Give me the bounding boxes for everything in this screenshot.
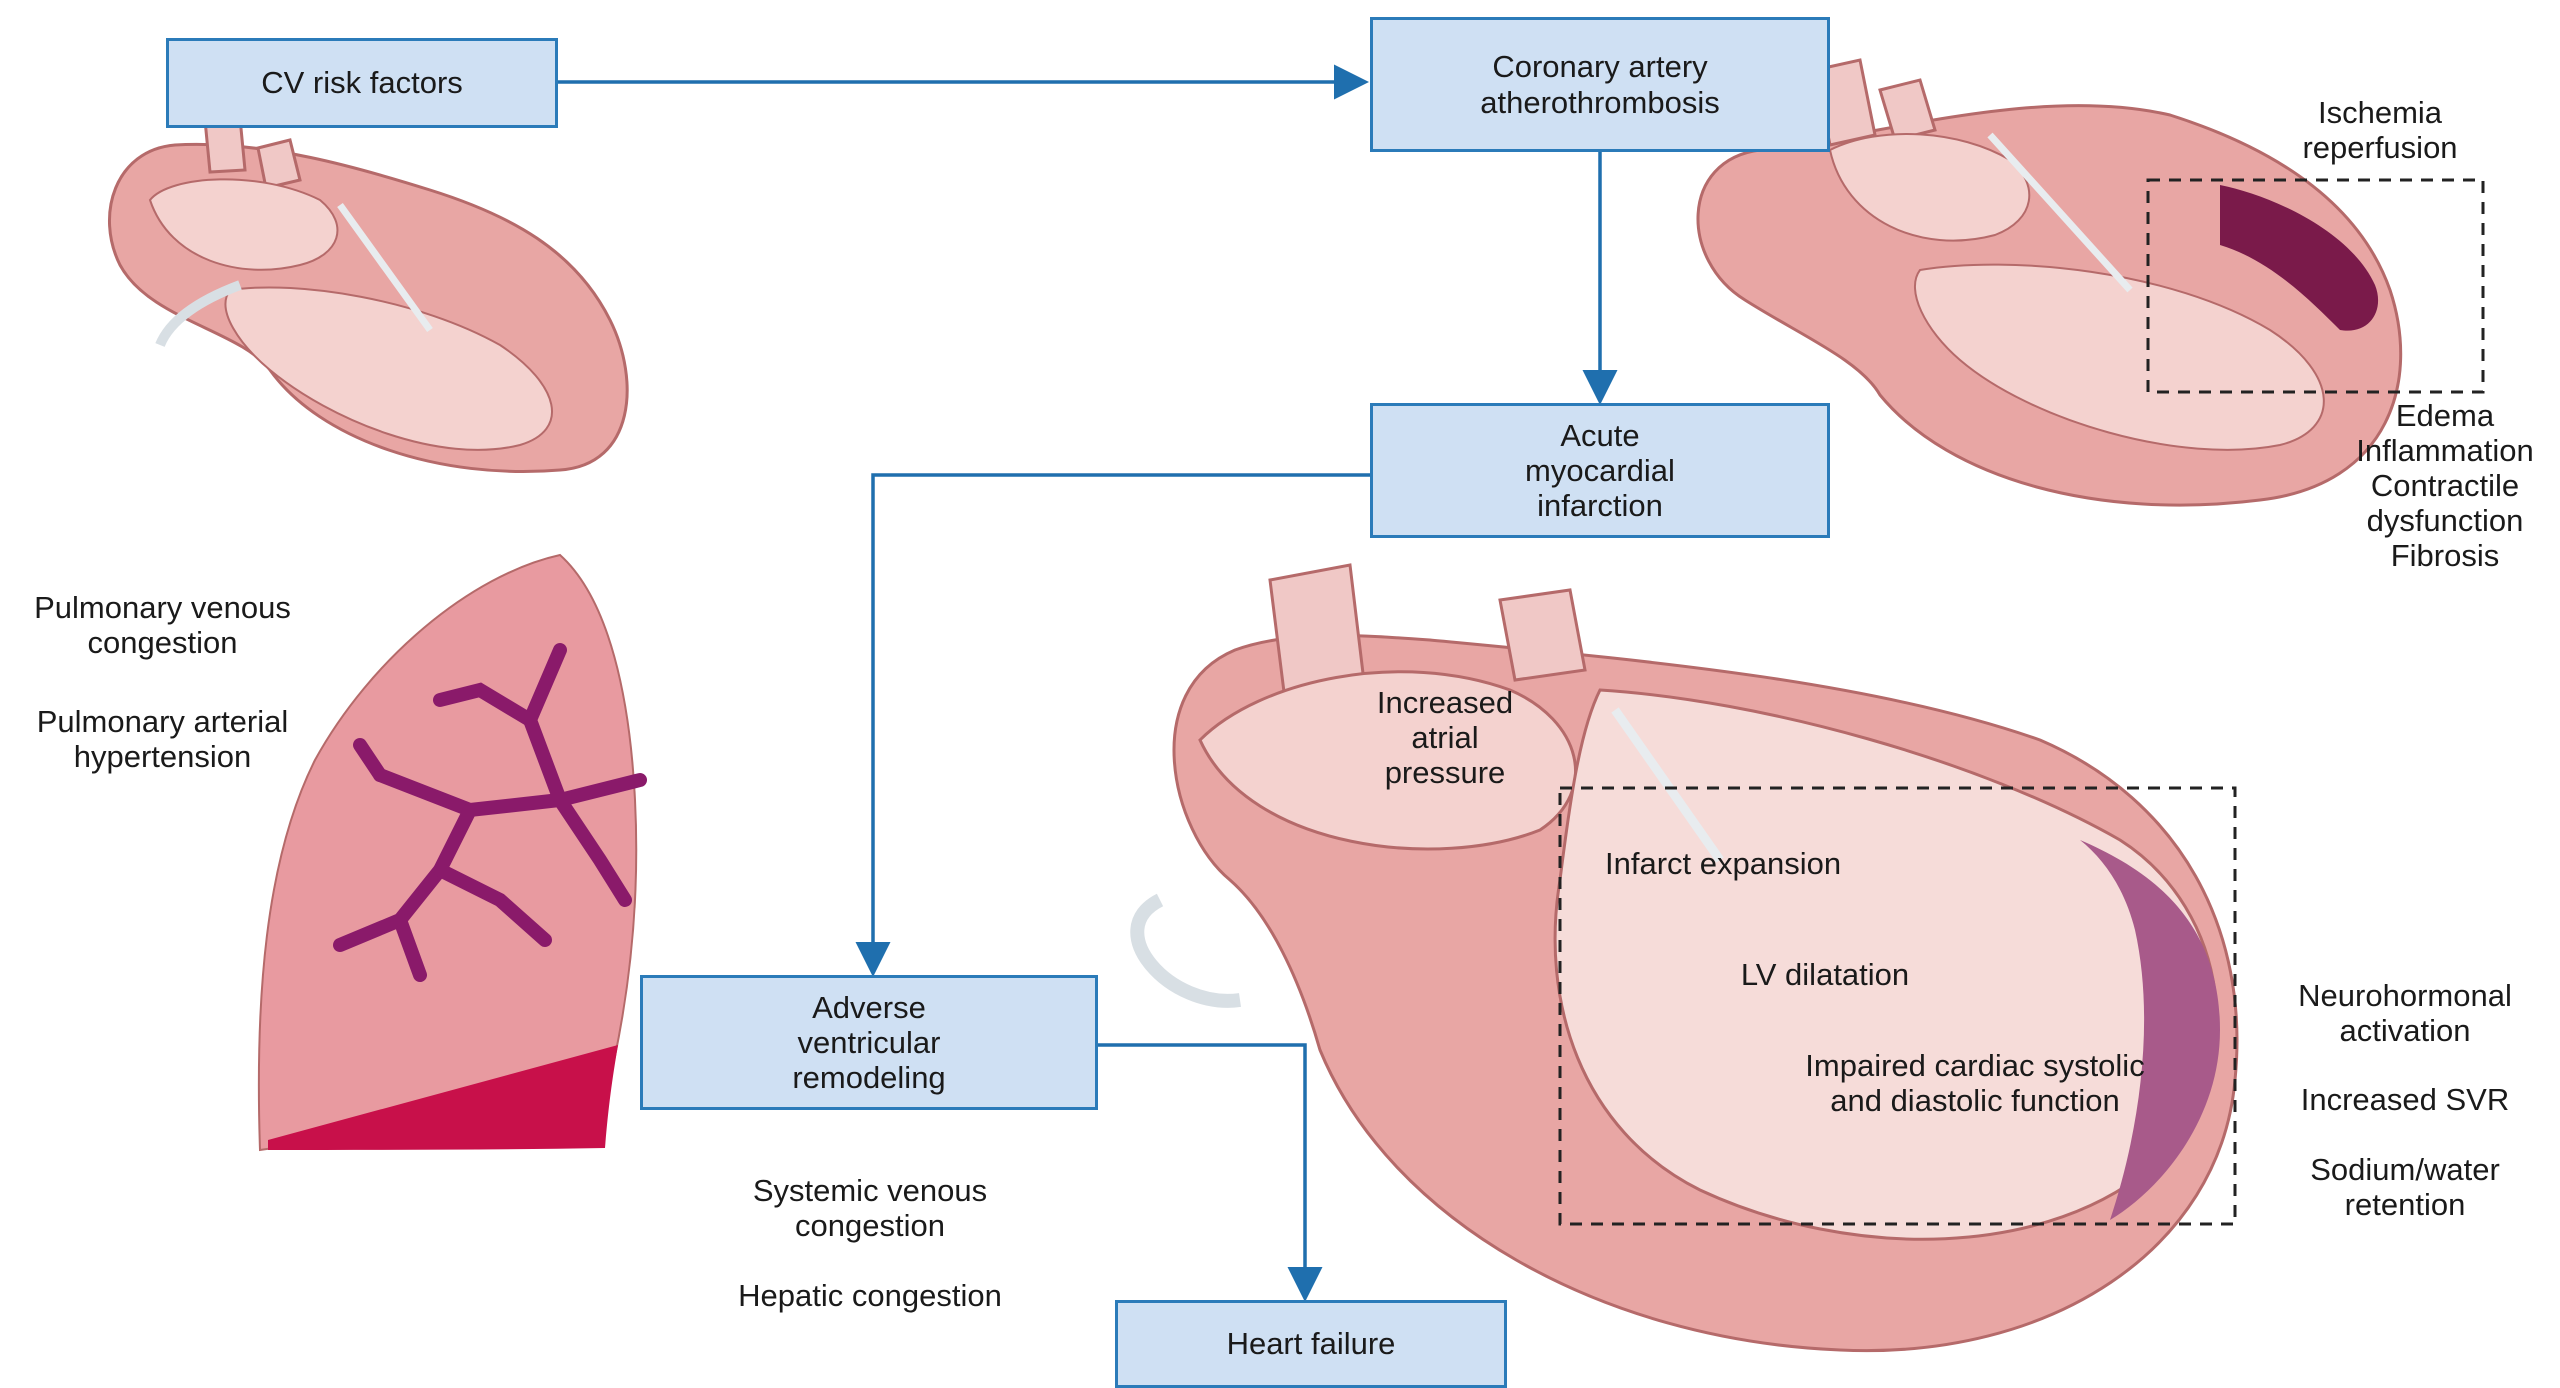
infarct-expansion-label: Infarct expansion	[1605, 846, 1965, 881]
systemic-venous-label: Systemic venous congestion	[690, 1173, 1050, 1243]
atrial-pressure-label: Increased atrial pressure	[1335, 685, 1555, 790]
increased-svr-label: Increased SVR	[2260, 1082, 2550, 1117]
pulmonary-venous-label: Pulmonary venous congestion	[0, 590, 325, 660]
small-heart-illustration	[109, 118, 627, 472]
impaired-function-label: Impaired cardiac systolic and diastolic …	[1735, 1048, 2215, 1118]
lv-dilatation-label: LV dilatation	[1665, 957, 1985, 992]
neurohormonal-label: Neurohormonal activation	[2260, 978, 2550, 1048]
acute-mi-box: Acute myocardial infarction	[1370, 403, 1830, 538]
cv-risk-factors-box: CV risk factors	[166, 38, 558, 128]
pulmonary-arterial-label: Pulmonary arterial hypertension	[0, 704, 325, 774]
ischemia-reperfusion-label: Ischemia reperfusion	[2270, 95, 2490, 165]
heart-failure-box: Heart failure	[1115, 1300, 1507, 1388]
tissue-effects-label: Edema Inflammation Contractile dysfuncti…	[2330, 398, 2560, 573]
arrow-remodeling-to-hf	[1098, 1045, 1305, 1295]
hepatic-congestion-label: Hepatic congestion	[675, 1278, 1065, 1313]
coronary-atherothrombosis-box: Coronary artery atherothrombosis	[1370, 17, 1830, 152]
adverse-remodeling-box: Adverse ventricular remodeling	[640, 975, 1098, 1110]
sodium-water-label: Sodium/water retention	[2260, 1152, 2550, 1222]
